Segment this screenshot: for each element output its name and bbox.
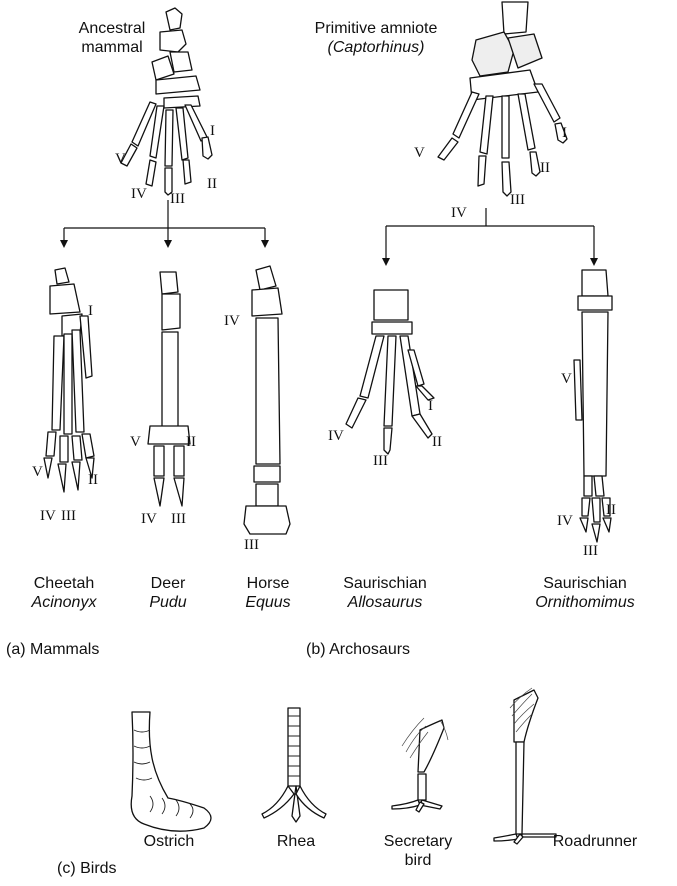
title-line1: Primitive amniote xyxy=(293,19,459,38)
genus-name: Ornithomimus xyxy=(520,593,650,612)
genus-name: Allosaurus xyxy=(330,593,440,612)
genus-name: Pudu xyxy=(136,593,200,612)
digit-label: IV xyxy=(557,513,573,529)
digit-label: II xyxy=(186,434,196,450)
roadrunner-foot xyxy=(494,688,556,844)
digit-label: II xyxy=(88,472,98,488)
title-line2: (Captorhinus) xyxy=(293,38,459,57)
cheetah-caption: Cheetah Acinonyx xyxy=(14,574,114,612)
digit-label: II xyxy=(606,502,616,518)
horse-foot xyxy=(244,266,290,534)
digit-label: III xyxy=(171,511,186,527)
mammal-tree-lines xyxy=(60,200,269,248)
common-name: Saurischian xyxy=(330,574,440,593)
digit-label: III xyxy=(61,508,76,524)
ostrich-caption: Ostrich xyxy=(124,832,214,851)
rhea-caption: Rhea xyxy=(264,832,328,851)
panel-label-archosaurs: (b) Archosaurs xyxy=(306,640,410,659)
common-name: Saurischian xyxy=(520,574,650,593)
bird-name: Secretary xyxy=(368,832,468,851)
digit-label: II xyxy=(540,160,550,176)
digit-label: III xyxy=(244,537,259,553)
digit-label: III xyxy=(583,543,598,559)
deer-caption: Deer Pudu xyxy=(136,574,200,612)
digit-label: IV xyxy=(141,511,157,527)
rhea-foot xyxy=(262,708,326,822)
genus-name: Equus xyxy=(232,593,304,612)
bird-name: Rhea xyxy=(264,832,328,851)
archosaur-tree-lines xyxy=(382,208,598,266)
primitive-amniote-title: Primitive amniote (Captorhinus) xyxy=(293,19,459,57)
bird-name: Roadrunner xyxy=(540,832,650,851)
digit-label: IV xyxy=(328,428,344,444)
digit-label: I xyxy=(428,398,433,414)
digit-label: I xyxy=(210,123,215,139)
horse-caption: Horse Equus xyxy=(232,574,304,612)
digit-label: II xyxy=(207,176,217,192)
secretary-bird-foot xyxy=(392,718,448,812)
digit-label: I xyxy=(88,303,93,319)
digit-label: V xyxy=(32,464,43,480)
allosaurus-caption: Saurischian Allosaurus xyxy=(330,574,440,612)
digit-label: V xyxy=(130,434,141,450)
bird-name-line2: bird xyxy=(368,851,468,870)
panel-label-mammals: (a) Mammals xyxy=(6,640,99,659)
digit-label: V xyxy=(561,371,572,387)
digit-label: I xyxy=(562,125,567,141)
ostrich-foot xyxy=(131,712,211,831)
ornithomimus-caption: Saurischian Ornithomimus xyxy=(520,574,650,612)
digit-label: IV xyxy=(224,313,240,329)
genus-name: Acinonyx xyxy=(14,593,114,612)
panel-label-birds: (c) Birds xyxy=(57,859,117,878)
digit-label: III xyxy=(170,191,185,207)
deer-foot xyxy=(148,272,190,506)
digit-label: II xyxy=(432,434,442,450)
digit-label: IV xyxy=(451,205,467,221)
title-line2: mammal xyxy=(52,38,172,57)
secretary-bird-caption: Secretary bird xyxy=(368,832,468,870)
digit-label: III xyxy=(373,453,388,469)
digit-label: III xyxy=(510,192,525,208)
digit-label: V xyxy=(414,145,425,161)
digit-label: IV xyxy=(40,508,56,524)
common-name: Horse xyxy=(232,574,304,593)
cheetah-foot xyxy=(44,268,94,492)
title-line1: Ancestral xyxy=(52,19,172,38)
roadrunner-caption: Roadrunner xyxy=(540,832,650,851)
ancestral-mammal-title: Ancestral mammal xyxy=(52,19,172,57)
bird-name: Ostrich xyxy=(124,832,214,851)
common-name: Cheetah xyxy=(14,574,114,593)
allosaurus-foot xyxy=(346,290,434,454)
digit-label: IV xyxy=(131,186,147,202)
common-name: Deer xyxy=(136,574,200,593)
digit-label: V xyxy=(115,151,126,167)
